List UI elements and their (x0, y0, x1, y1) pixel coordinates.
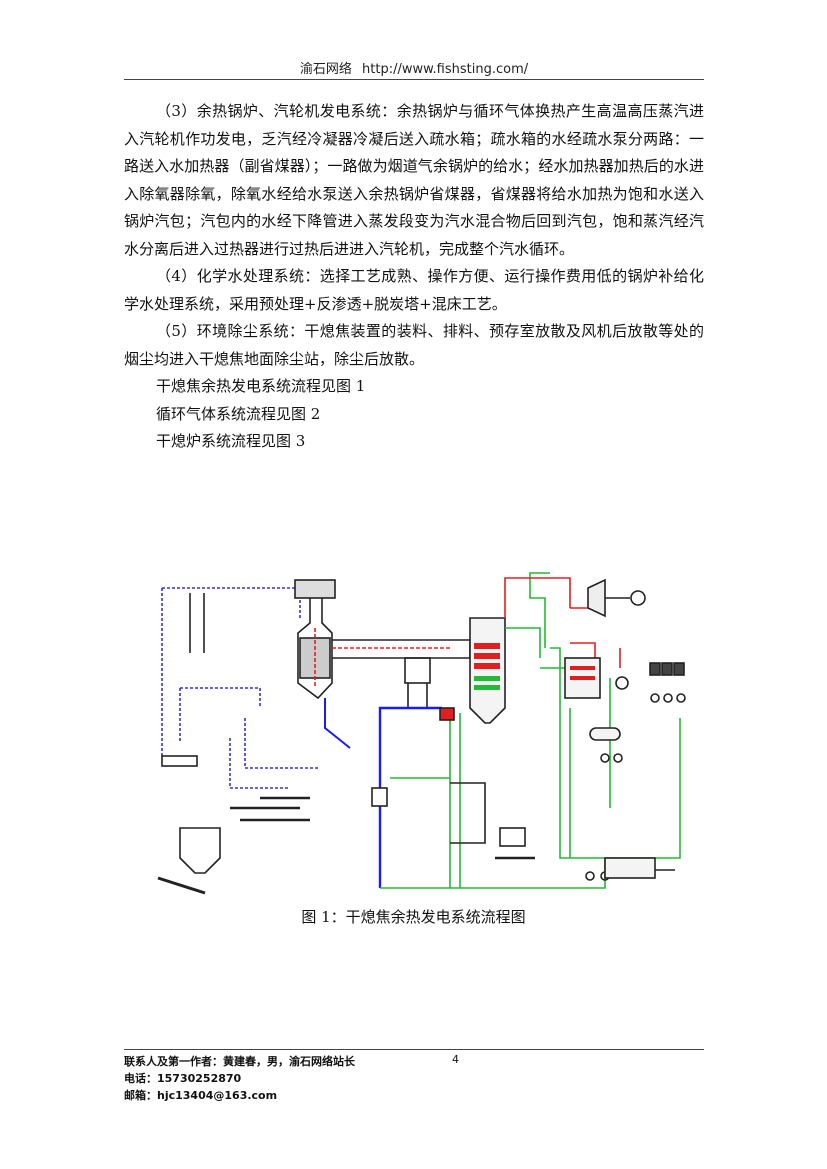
stack-column (189, 593, 205, 653)
red-gas-flow (314, 628, 450, 688)
paragraph-water-treatment: （4）化学水处理系统：选择工艺成熟、操作方便、运行操作费用低的锅炉补给化学水处理… (124, 267, 704, 313)
page-number: 4 (452, 1053, 459, 1066)
main-duct (332, 639, 471, 659)
figure-ref-3: 干熄炉系统流程见图 3 (156, 432, 306, 450)
pump-icon (615, 676, 629, 690)
turbine-generator (587, 578, 646, 618)
waste-heat-boiler (469, 617, 506, 724)
header-divider (124, 79, 704, 80)
water-treatment-units (649, 662, 686, 703)
footer-contact: 联系人及第一作者：黄建春，男，渝石网络站长 (124, 1055, 355, 1068)
paragraph-dust-removal: （5）环境除尘系统：干熄焦装置的装料、排料、预存室放散及风机后放散等处的烟尘均进… (124, 322, 704, 368)
blue-water-line (378, 706, 442, 888)
conveyor (230, 796, 310, 822)
condenser (564, 657, 601, 699)
page-footer: 联系人及第一作者：黄建春，男，渝石网络站长 电话：15730252870 邮箱：… (124, 1053, 355, 1104)
page-header: 渝石网络 http://www.fishsting.com/ (124, 58, 704, 77)
figure-ref-1: 干熄焦余热发电系统流程见图 1 (156, 377, 366, 395)
figure-caption: 图 1：干熄焦余热发电系统流程图 (301, 908, 526, 926)
paragraph-waste-heat: （3）余热锅炉、汽轮机发电系统：余热锅炉与循环气体换热产生高温高压蒸汽进入汽轮机… (124, 102, 704, 258)
deaerator (589, 727, 621, 741)
footer-email: 邮箱：hjc13404@163.com (124, 1089, 278, 1102)
dust-collector (404, 657, 431, 708)
footer-divider (124, 1049, 704, 1050)
main-text: （3）余热锅炉、汽轮机发电系统：余热锅炉与循环气体换热产生高温高压蒸汽进入汽轮机… (124, 98, 704, 456)
footer-phone: 电话：15730252870 (124, 1072, 242, 1085)
blue-dashed-loop (161, 587, 301, 759)
drain-tank (604, 857, 656, 879)
process-flow-diagram (157, 572, 686, 895)
lower-equipment (450, 782, 535, 860)
figure-ref-2: 循环气体系统流程见图 2 (156, 404, 321, 423)
quenching-furnace (294, 579, 336, 700)
header-site: 渝石网络 (299, 62, 352, 77)
coke-hopper (157, 827, 221, 895)
red-steam-line (504, 577, 600, 618)
header-url[interactable]: http://www.fishsting.com/ (362, 62, 529, 77)
